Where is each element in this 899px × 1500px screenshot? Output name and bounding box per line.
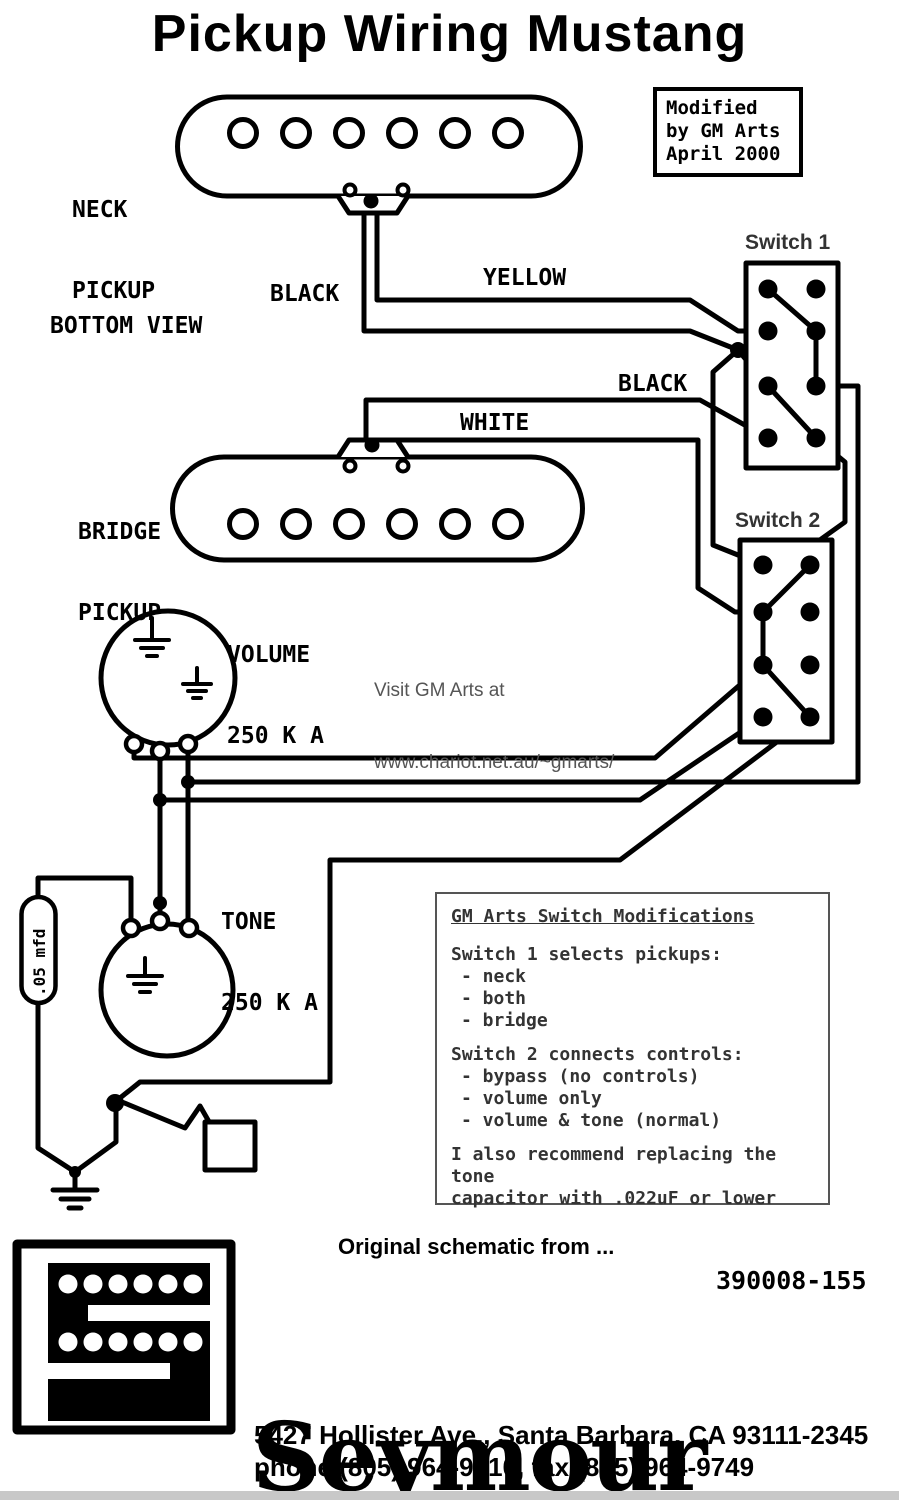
volume-lug-1 bbox=[123, 733, 145, 755]
switch1-label: Switch 1 bbox=[745, 231, 831, 254]
neck-pickup-label: NECK PICKUP bbox=[72, 197, 156, 304]
mod-box-sw2-item: - bypass (no controls) bbox=[461, 1066, 700, 1087]
volume-label: VOLUME 250 K A bbox=[227, 642, 324, 749]
wire-bus4 bbox=[185, 383, 861, 785]
capacitor-label: .05 mfd bbox=[30, 928, 49, 996]
volume-pot bbox=[98, 608, 238, 762]
wire-hot-to-jack bbox=[117, 714, 813, 1101]
brand-line1: Seymour bbox=[252, 1402, 707, 1500]
neck-eyelet-left bbox=[342, 182, 358, 198]
output-jack bbox=[50, 1094, 258, 1211]
wire-jack-ground bbox=[72, 1107, 119, 1175]
ground-symbol-volume-right bbox=[181, 666, 213, 700]
volume-lug-3 bbox=[177, 733, 199, 755]
mod-box-sw1-item: - bridge bbox=[461, 1010, 548, 1031]
ground-symbol-tone bbox=[126, 956, 164, 994]
gm-arts-url: Visit GM Arts at www.chariot.net.au/~gma… bbox=[374, 680, 615, 773]
yellow-wire-label: YELLOW bbox=[483, 265, 567, 291]
neck-pickup bbox=[175, 94, 583, 216]
modified-box: Modified by GM Arts April 2000 bbox=[653, 87, 803, 177]
tone-pot bbox=[98, 910, 236, 1059]
mod-box-note-line2: capacitor with .022uF or lower bbox=[451, 1188, 777, 1209]
mod-box-sw1-title: Switch 1 selects pickups: bbox=[451, 944, 722, 965]
black-neck-wire-label: BLACK bbox=[270, 281, 340, 307]
tone-capacitor bbox=[19, 894, 58, 1006]
mod-box-sw1-item: - neck bbox=[461, 966, 527, 987]
wire-bus2 bbox=[157, 714, 766, 803]
address-line: 5427 Hollister Ave., Santa Barbara, CA 9… bbox=[254, 1420, 869, 1450]
modified-line2: by GM Arts bbox=[666, 120, 781, 142]
mod-box-sw2-item: - volume only bbox=[461, 1088, 602, 1109]
junction-dots bbox=[69, 342, 746, 1178]
jack-spring-contact bbox=[119, 1099, 219, 1137]
mod-box-heading: GM Arts Switch Modifications bbox=[451, 906, 755, 927]
switch2-label: Switch 2 bbox=[735, 509, 821, 532]
wire-neck-black bbox=[361, 202, 741, 353]
bridge-eyelet-left bbox=[342, 458, 358, 474]
switch-1 bbox=[743, 260, 841, 471]
mod-box-sw2-item: - volume & tone (normal) bbox=[461, 1110, 722, 1131]
bridge-pickup bbox=[170, 437, 585, 563]
tone-lug-2 bbox=[149, 910, 171, 932]
switch-2 bbox=[737, 537, 835, 745]
wire-yellow bbox=[374, 202, 771, 334]
bottom-view-label: BOTTOM VIEW bbox=[50, 313, 203, 339]
brand-wordmark: Seymour Duncan® bbox=[252, 1248, 707, 1500]
jack-body bbox=[202, 1119, 258, 1173]
page-title: Pickup Wiring Mustang bbox=[151, 5, 748, 63]
part-number: 390008-155 bbox=[716, 1266, 867, 1295]
bridge-pickup-label: BRIDGE PICKUP bbox=[78, 519, 162, 626]
phone-fax-line: phone (805) 964-9610, fax (805) 964-9749 bbox=[254, 1452, 755, 1482]
tone-lug-3 bbox=[178, 917, 200, 939]
ground-symbol-jack bbox=[50, 1187, 100, 1211]
mod-box-note-line1: I also recommend replacing the tone bbox=[451, 1144, 777, 1187]
mod-box-sw2-title: Switch 2 connects controls: bbox=[451, 1044, 744, 1065]
gm-arts-mod-box: GM Arts Switch Modifications Switch 1 se… bbox=[435, 892, 830, 1209]
wire-cap-bottom bbox=[35, 1000, 78, 1191]
bridge-eyelet-right bbox=[395, 458, 411, 474]
modified-line3: April 2000 bbox=[666, 143, 781, 165]
ground-symbol-volume-top bbox=[133, 616, 171, 658]
original-schematic-label: Original schematic from ... bbox=[338, 1234, 615, 1259]
black-bridge-wire-label: BLACK bbox=[618, 371, 688, 397]
wire-bridge-black bbox=[363, 397, 771, 446]
seymour-duncan-logo bbox=[12, 1239, 236, 1435]
mod-box-sw1-item: - both bbox=[461, 988, 527, 1009]
bottom-edge-strip bbox=[0, 1491, 899, 1500]
tone-label: TONE 250 K A bbox=[221, 909, 318, 1016]
modified-line1: Modified bbox=[666, 97, 758, 119]
jack-tip-terminal bbox=[106, 1094, 124, 1112]
wire-cap-top bbox=[35, 875, 134, 931]
tone-lug-1 bbox=[120, 917, 142, 939]
volume-lug-2 bbox=[149, 740, 171, 762]
neck-eyelet-right bbox=[395, 182, 411, 198]
white-wire-label: WHITE bbox=[460, 410, 530, 436]
